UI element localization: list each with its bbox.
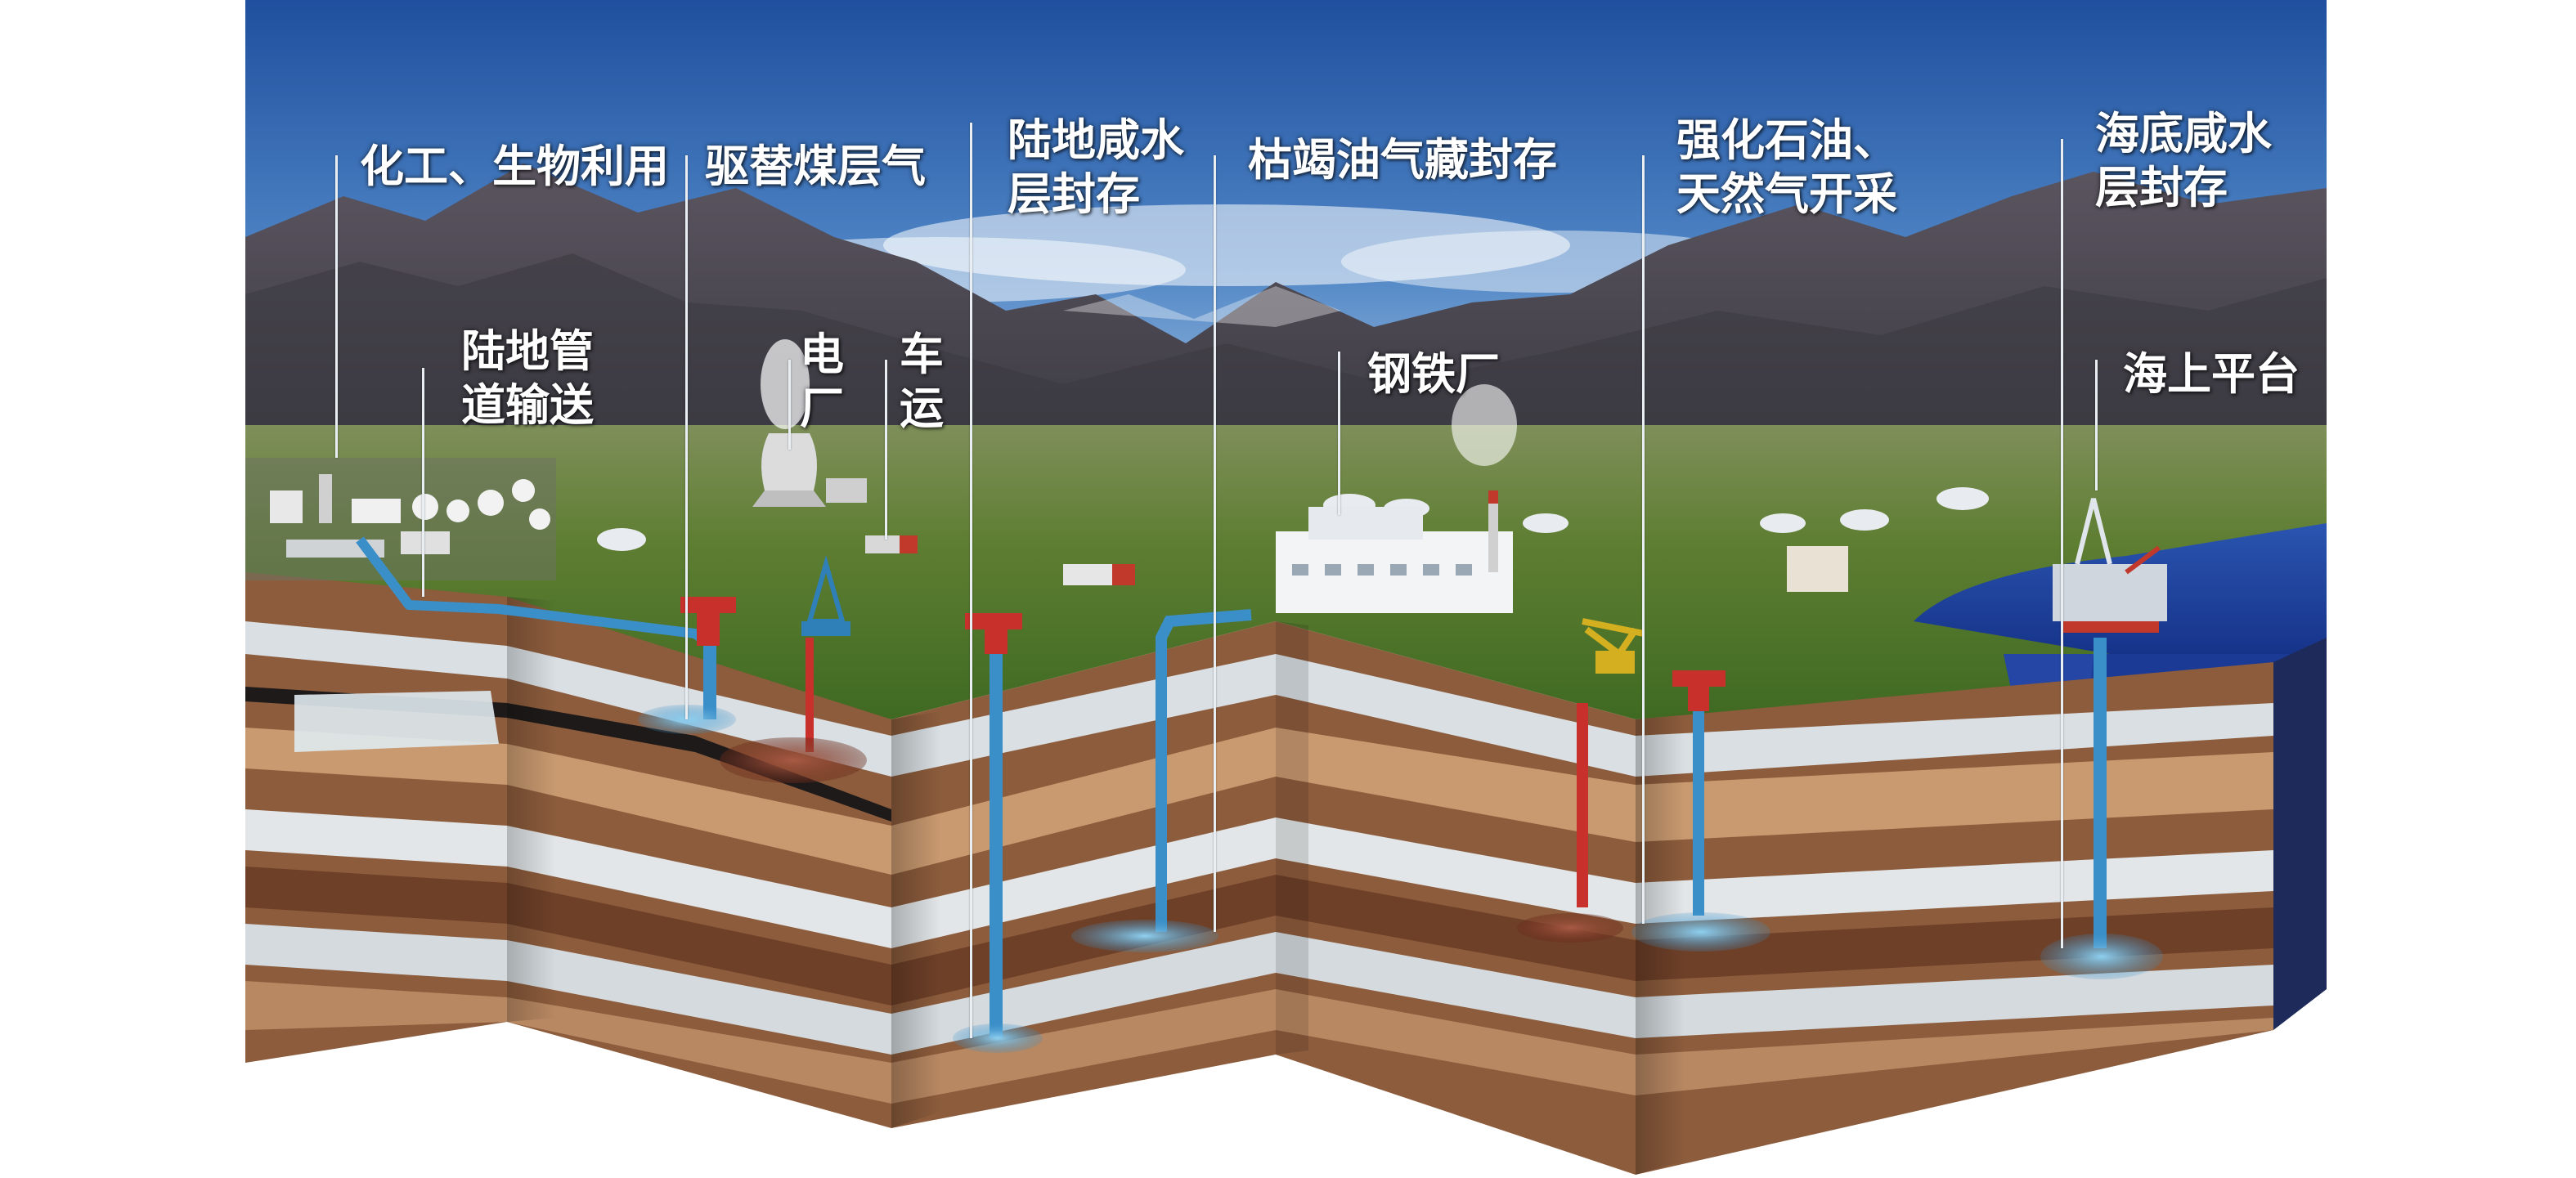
leader-chemical	[335, 155, 338, 458]
label-power-plant: 电 厂	[800, 327, 844, 435]
label-power-plant-line2: 厂	[800, 382, 844, 434]
label-pipeline-line1: 陆地管	[461, 325, 594, 377]
label-offshore-platform-text: 海上平台	[2123, 347, 2300, 400]
label-offshore-saline-storage: 海底咸水 层封存	[2095, 106, 2272, 214]
label-chemical-bio-text: 化工、生物利用	[360, 140, 669, 192]
leader-onshore-saline	[970, 123, 972, 1038]
leader-depleted	[1214, 155, 1216, 932]
leader-offshore-saline	[2061, 139, 2063, 948]
label-eor-line1: 强化石油、	[1676, 114, 1897, 166]
label-eor-line2: 天然气开采	[1676, 168, 1897, 220]
label-enhanced-oil-gas-recovery: 强化石油、 天然气开采	[1676, 113, 1897, 221]
leader-truck	[885, 360, 887, 540]
pumpjack	[1582, 618, 1645, 674]
label-depleted-reservoir-text: 枯竭油气藏封存	[1248, 133, 1557, 186]
label-chemical-bio-utilization: 化工、生物利用	[360, 139, 669, 193]
label-land-pipeline-transport: 陆地管 道输送	[461, 324, 594, 432]
leader-pipeline	[422, 368, 424, 597]
chemical-plant	[245, 458, 556, 580]
leader-ecbm	[685, 155, 688, 719]
leader-platform	[2095, 360, 2098, 490]
block-side	[2273, 638, 2327, 1030]
wells	[680, 555, 2107, 1038]
label-pipeline-line2: 道输送	[461, 378, 594, 431]
label-steel-plant-text: 钢铁厂	[1367, 347, 1500, 400]
strata	[245, 572, 2273, 1175]
label-onshore-saline-storage: 陆地咸水 层封存	[1008, 113, 1184, 221]
label-onshore-saline-line2: 层封存	[1008, 168, 1140, 220]
label-offshore-saline-line1: 海底咸水	[2095, 107, 2272, 159]
co2-plumes	[638, 705, 2163, 1053]
label-offshore-saline-line2: 层封存	[2095, 161, 2228, 213]
label-steel-plant: 钢铁厂	[1367, 347, 1500, 401]
label-depleted-reservoir-storage: 枯竭油气藏封存	[1248, 132, 1557, 186]
leader-power-plant	[788, 360, 791, 450]
label-onshore-saline-line1: 陆地咸水	[1008, 114, 1184, 166]
power-plant	[752, 339, 867, 507]
label-offshore-platform: 海上平台	[2123, 347, 2300, 401]
leader-eor	[1642, 155, 1645, 924]
label-ecbm-text: 驱替煤层气	[705, 140, 926, 192]
label-truck-line2: 运	[900, 382, 944, 434]
leader-steel	[1338, 352, 1340, 515]
label-truck-line1: 车	[900, 328, 944, 380]
steel-plant	[1276, 384, 1517, 613]
storage-building	[1787, 546, 1848, 592]
label-power-plant-line1: 电	[800, 328, 844, 380]
label-truck-transport: 车 运	[900, 327, 944, 435]
label-ecbm: 驱替煤层气	[705, 139, 926, 193]
truck	[865, 535, 1135, 585]
offshore-rig	[2053, 498, 2167, 633]
